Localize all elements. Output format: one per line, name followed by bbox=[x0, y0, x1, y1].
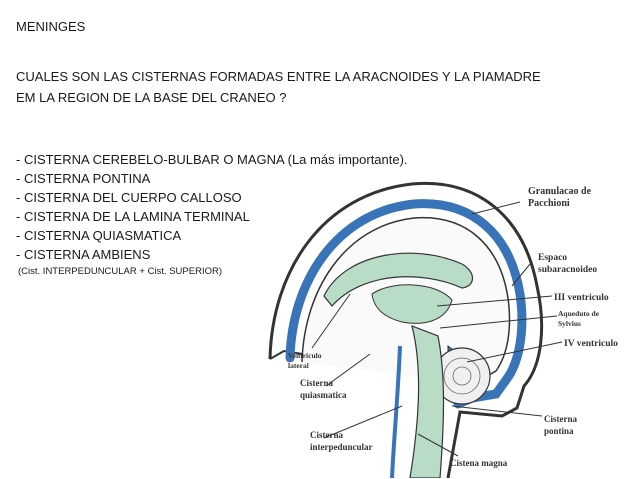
list-item: - CISTERNA AMBIENS bbox=[16, 247, 151, 262]
label-pontina: Cisterna bbox=[544, 414, 577, 424]
list-item: - CISTERNA CEREBELO-BULBAR O MAGNA (La m… bbox=[16, 152, 408, 167]
label-aqueduto: Aqueduto de bbox=[558, 309, 600, 318]
list-item: - CISTERNA QUIASMATICA bbox=[16, 228, 182, 243]
brain-sagittal-diagram: Granulacao de Pacchioni Espaco subaracno… bbox=[262, 176, 636, 478]
label-magna: Cistena magna bbox=[450, 458, 508, 468]
slide-title: MENINGES bbox=[16, 19, 86, 34]
label-interpeduncular-2: interpeduncular bbox=[310, 442, 373, 452]
third-ventricle bbox=[371, 284, 453, 324]
list-item: - CISTERNA DE LA LAMINA TERMINAL bbox=[16, 209, 250, 224]
label-quiasmatica: Cisterna bbox=[300, 378, 333, 388]
label-granulacao: Granulacao de bbox=[528, 186, 592, 197]
cistern-list: - CISTERNA CEREBELO-BULBAR O MAGNA (La m… bbox=[16, 150, 408, 264]
label-fourth-ventricle: IV ventriculo bbox=[564, 339, 618, 349]
label-espaco: Espaco bbox=[538, 253, 567, 263]
label-lateral-ventricle: Ventriculo bbox=[288, 351, 322, 360]
label-lateral-ventricle-2: lateral bbox=[288, 361, 309, 370]
list-item: - CISTERNA DEL CUERPO CALLOSO bbox=[16, 190, 242, 205]
label-granulacao-2: Pacchioni bbox=[528, 198, 570, 209]
label-espaco-2: subaracnoideo bbox=[538, 265, 597, 275]
label-aqueduto-2: Sylvius bbox=[558, 319, 581, 328]
skull-outline bbox=[268, 181, 544, 478]
cistern-note: (Cist. INTERPEDUNCULAR + Cist. SUPERIOR) bbox=[18, 266, 223, 277]
question-line-1: CUALES SON LAS CISTERNAS FORMADAS ENTRE … bbox=[16, 69, 541, 84]
lateral-ventricle bbox=[323, 252, 474, 307]
question-line-2: EM LA REGION DE LA BASE DEL CRANEO ? bbox=[16, 90, 287, 105]
leader-lines bbox=[311, 201, 563, 457]
label-pontina-2: pontina bbox=[544, 426, 574, 436]
label-third-ventricle: III ventriculo bbox=[554, 293, 609, 303]
brain-illustration: Granulacao de Pacchioni Espaco subaracno… bbox=[268, 181, 618, 478]
label-interpeduncular: Cisterna bbox=[310, 430, 343, 440]
subarachnoid-space bbox=[285, 199, 527, 409]
label-quiasmatica-2: quiasmatica bbox=[300, 390, 347, 400]
list-item: - CISTERNA PONTINA bbox=[16, 171, 151, 186]
brainstem bbox=[409, 325, 445, 478]
